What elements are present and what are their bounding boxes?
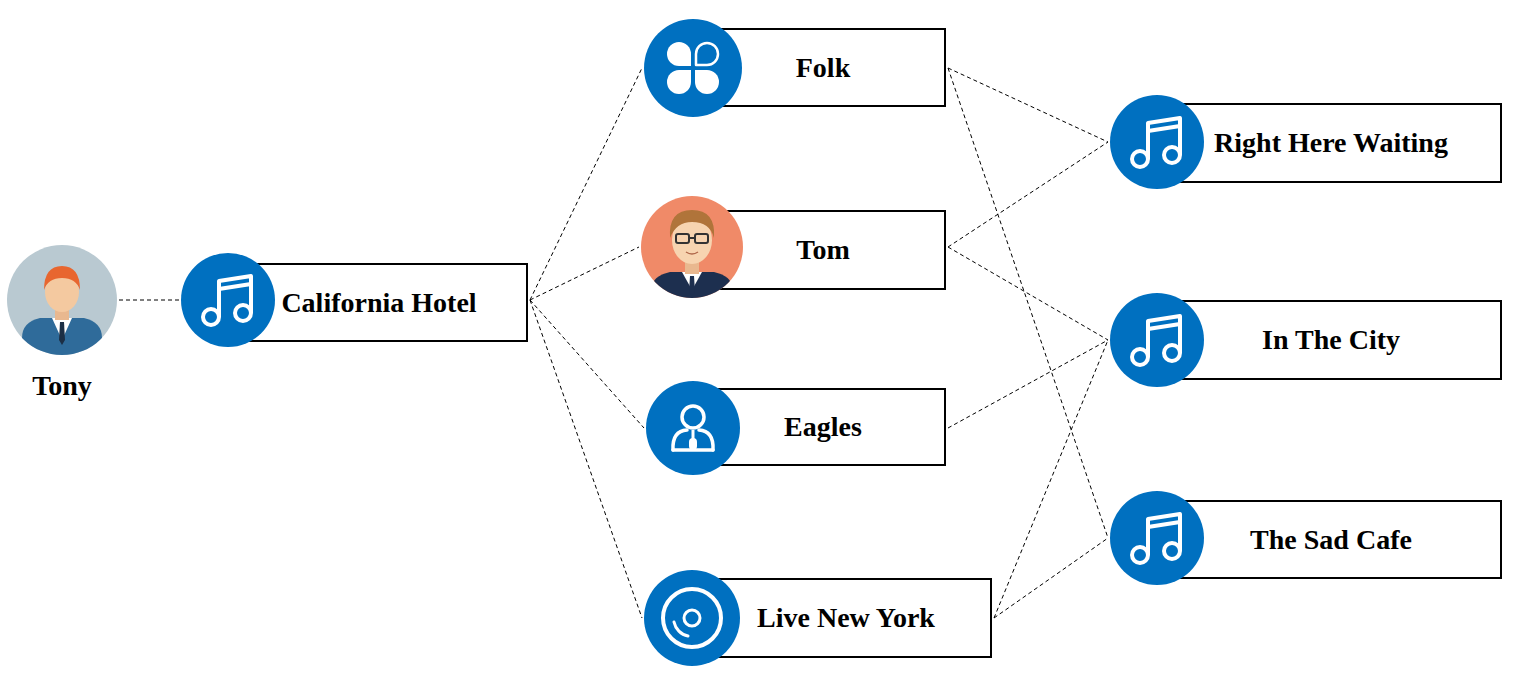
entity-name: Eagles — [784, 411, 862, 443]
user-node: Tony — [7, 245, 117, 405]
dashed-connector — [948, 340, 1108, 428]
entity-box: Eagles — [646, 381, 946, 475]
song-icon — [1110, 491, 1204, 585]
entity-box: In The City — [1110, 293, 1502, 387]
entity-name: Tom — [796, 234, 849, 266]
entity-name: The Sad Cafe — [1250, 524, 1412, 556]
dashed-connector — [530, 247, 639, 300]
song-icon — [1110, 95, 1204, 189]
singer-icon — [646, 381, 740, 475]
user-name: Tony — [32, 370, 92, 402]
entity-name: Right Here Waiting — [1214, 127, 1448, 159]
entity-name: Folk — [796, 52, 850, 84]
dashed-connector — [530, 300, 642, 618]
dashed-connector — [948, 142, 1108, 247]
dashed-connector — [948, 68, 1108, 538]
entity-box: The Sad Cafe — [1110, 491, 1502, 585]
dashed-connector — [119, 300, 179, 301]
song-icon — [181, 253, 275, 347]
artist-avatar — [641, 196, 743, 300]
dashed-connector — [948, 247, 1108, 340]
dashed-connector — [530, 300, 644, 428]
dashed-connector — [994, 538, 1108, 618]
entity-box: Tom — [641, 196, 946, 298]
entity-name: In The City — [1262, 324, 1400, 356]
entity-box: California Hotel — [181, 253, 528, 347]
dashed-connector — [530, 68, 642, 300]
entity-box: Folk — [644, 19, 946, 117]
entity-box: Right Here Waiting — [1110, 95, 1502, 189]
entity-name: California Hotel — [281, 287, 476, 319]
dashed-connector — [948, 68, 1108, 142]
entity-name: Live New York — [757, 602, 935, 634]
dashed-connector — [994, 340, 1108, 618]
genre-icon — [644, 19, 742, 117]
entity-box: Live New York — [644, 570, 992, 666]
album-icon — [644, 570, 740, 666]
user-avatar — [7, 245, 117, 360]
song-icon — [1110, 293, 1204, 387]
